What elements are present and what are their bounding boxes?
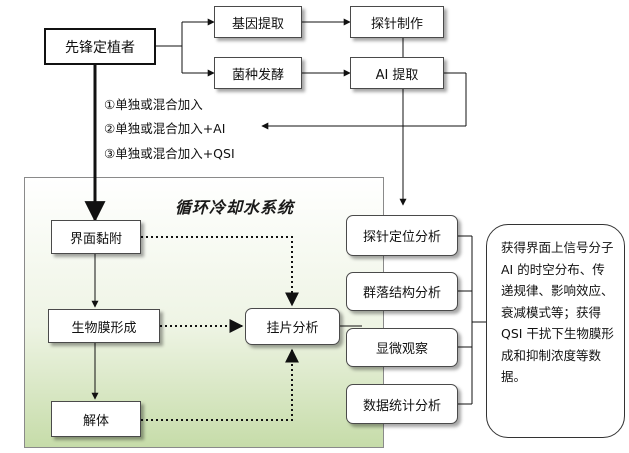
condition-2: ②单独或混合加入+AI	[104, 121, 226, 136]
node-disintegration: 解体	[51, 401, 141, 437]
node-interface-adhesion: 界面黏附	[51, 220, 141, 254]
node-probe-localization: 探针定位分析	[346, 215, 458, 256]
node-pioneer: 先锋定植者	[44, 28, 156, 65]
summary-box: 获得界面上信号分子 AI 的时空分布、传递规律、影响效应、衰减模式等；获得 QS…	[486, 224, 625, 438]
node-coupon-analysis: 挂片分析	[245, 308, 340, 345]
node-ai-extraction: AI 提取	[350, 57, 444, 89]
edge-adhesion-to-coupon	[141, 236, 299, 307]
node-gene-extraction: 基因提取	[214, 6, 302, 38]
cooling-water-system-title: 循环冷却水系统	[175, 198, 295, 217]
node-community-structure: 群落结构分析	[346, 272, 458, 311]
node-fermentation: 菌种发酵	[214, 57, 302, 89]
condition-1: ①单独或混合加入	[104, 97, 203, 112]
edge-disintegration-to-coupon	[141, 348, 299, 421]
node-biofilm-formation: 生物膜形成	[48, 309, 160, 343]
node-microscopy: 显微观察	[346, 328, 458, 367]
node-statistics: 数据统计分析	[346, 384, 458, 424]
condition-3: ③单独或混合加入+QSI	[104, 146, 235, 161]
node-probe-making: 探针制作	[350, 6, 444, 38]
